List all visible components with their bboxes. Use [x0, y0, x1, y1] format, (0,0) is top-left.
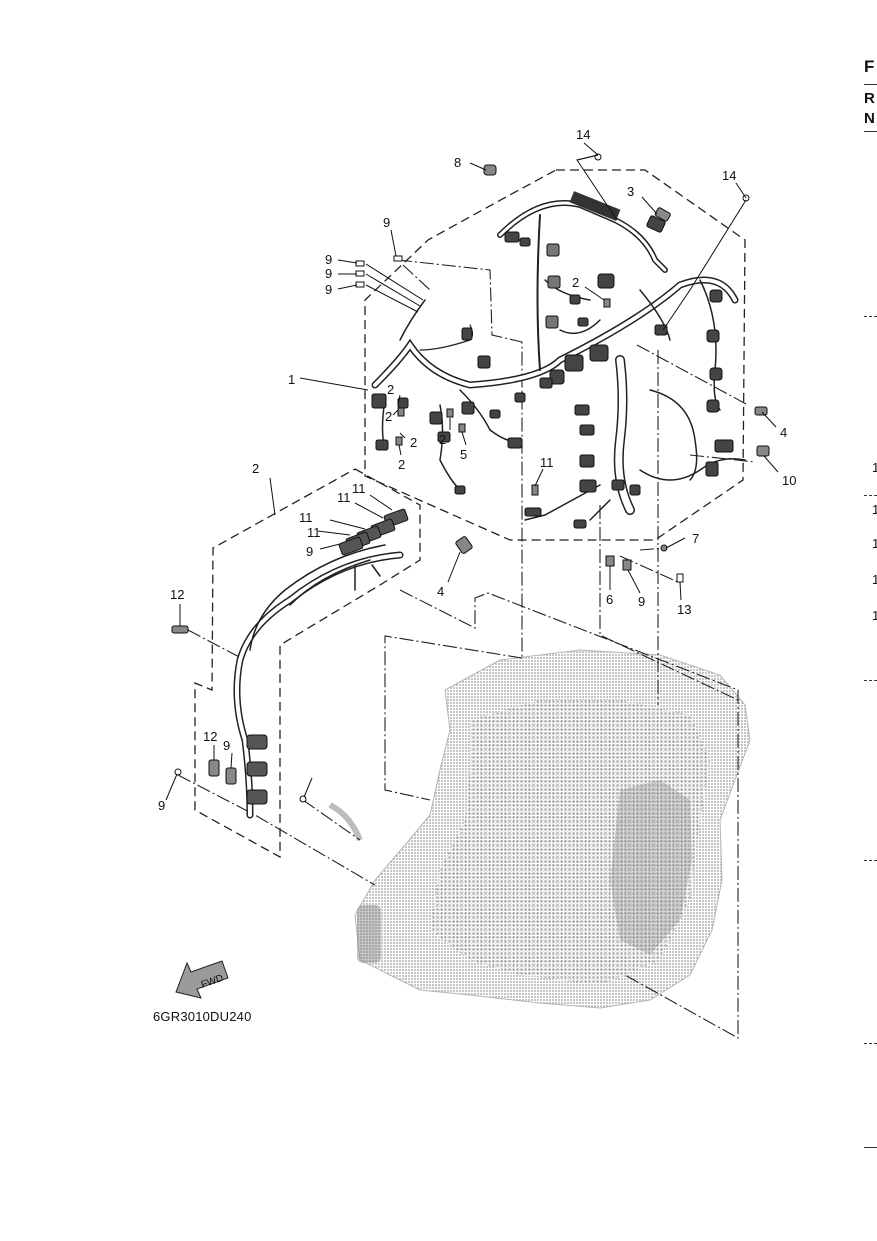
- margin-number: 1: [872, 572, 877, 587]
- callout-9: 9: [325, 252, 332, 267]
- callout-9: 9: [325, 266, 332, 281]
- fwd-direction-arrow: FWD: [175, 960, 229, 999]
- callout-12: 12: [203, 729, 217, 744]
- callout-2: 5: [460, 447, 467, 462]
- callout-11: 11: [352, 481, 366, 496]
- callout-2: 2: [410, 435, 417, 450]
- margin-rule: [864, 84, 877, 85]
- margin-number: 1: [872, 502, 877, 517]
- holder-part-5: [754, 406, 768, 416]
- holder-part-4b: [605, 555, 615, 567]
- part-12b: [225, 767, 237, 785]
- margin-dash: [864, 1043, 877, 1044]
- main-wiring-harness: [371, 191, 746, 521]
- callout-2: 2: [398, 457, 405, 472]
- callout-9: 13: [677, 602, 691, 617]
- callout-11: 11: [307, 525, 321, 540]
- callout-9: 7: [692, 531, 699, 546]
- callout-3: 3: [627, 184, 634, 199]
- part-12a: [208, 759, 220, 777]
- ignition-caps-11: [246, 508, 409, 805]
- callout-6: 9: [638, 594, 645, 609]
- callout-13: 12: [170, 587, 184, 602]
- bolt-9a: [393, 255, 403, 262]
- callout-11: 11: [337, 490, 351, 505]
- callout-14: 14: [576, 127, 590, 142]
- callout-2: 2: [572, 275, 579, 290]
- grommet-part-8: [483, 164, 497, 176]
- callout-4: 6: [606, 592, 613, 607]
- margin-dash: [864, 680, 877, 681]
- sensor-part-13: [171, 625, 189, 634]
- callout-7: 4: [437, 584, 444, 599]
- diagram-reference-code: 6GR3010DU240: [153, 1009, 252, 1024]
- callout-1: 1: [288, 372, 295, 387]
- margin-letter: N: [864, 110, 875, 127]
- holder-part-4: [756, 445, 770, 457]
- callout-labels: 14 8 3 14 9 9 9 9 2 1 2 2 2 2 2 5 4 10 2…: [158, 127, 796, 813]
- harness-group-outline: [364, 169, 746, 541]
- margin-number: 1: [872, 608, 877, 623]
- callout-10: 2: [252, 461, 259, 476]
- callout-11: 11: [299, 510, 313, 525]
- callout-9: 9: [325, 282, 332, 297]
- callout-14: 14: [722, 168, 736, 183]
- sub-harness-10: [233, 544, 404, 819]
- margin-number: 1: [872, 536, 877, 551]
- harness-connectors: [371, 215, 734, 529]
- part-6: [622, 559, 632, 571]
- callout-4: 10: [782, 473, 796, 488]
- margin-dash: [864, 316, 877, 317]
- engine-block-illustration: [328, 649, 751, 1009]
- callout-2: 11: [540, 455, 554, 470]
- callout-2: 2: [387, 382, 394, 397]
- margin-rule: [864, 131, 877, 132]
- margin-letter: R: [864, 90, 875, 107]
- callout-leaders: [165, 142, 779, 801]
- margin-dash: [864, 495, 877, 496]
- margin-rule: [864, 1147, 877, 1148]
- part-7: [455, 536, 473, 554]
- callout-5: 4: [780, 425, 787, 440]
- margin-number: 1: [872, 460, 877, 475]
- callout-8: 8: [454, 155, 461, 170]
- clip-part-2-lower: [531, 484, 539, 496]
- callout-12: 9: [223, 738, 230, 753]
- callout-9: 9: [383, 215, 390, 230]
- margin-letter: F: [864, 57, 875, 76]
- small-parts: [171, 153, 770, 803]
- sub-harness-outline: [194, 468, 421, 859]
- callout-2: 2: [439, 432, 446, 447]
- callout-9: 9: [158, 798, 165, 813]
- clamp-part-3: [654, 207, 671, 222]
- callout-2: 2: [385, 409, 392, 424]
- margin-dash: [864, 860, 877, 861]
- clip-part-2: [603, 298, 611, 308]
- callout-11: 9: [306, 544, 313, 559]
